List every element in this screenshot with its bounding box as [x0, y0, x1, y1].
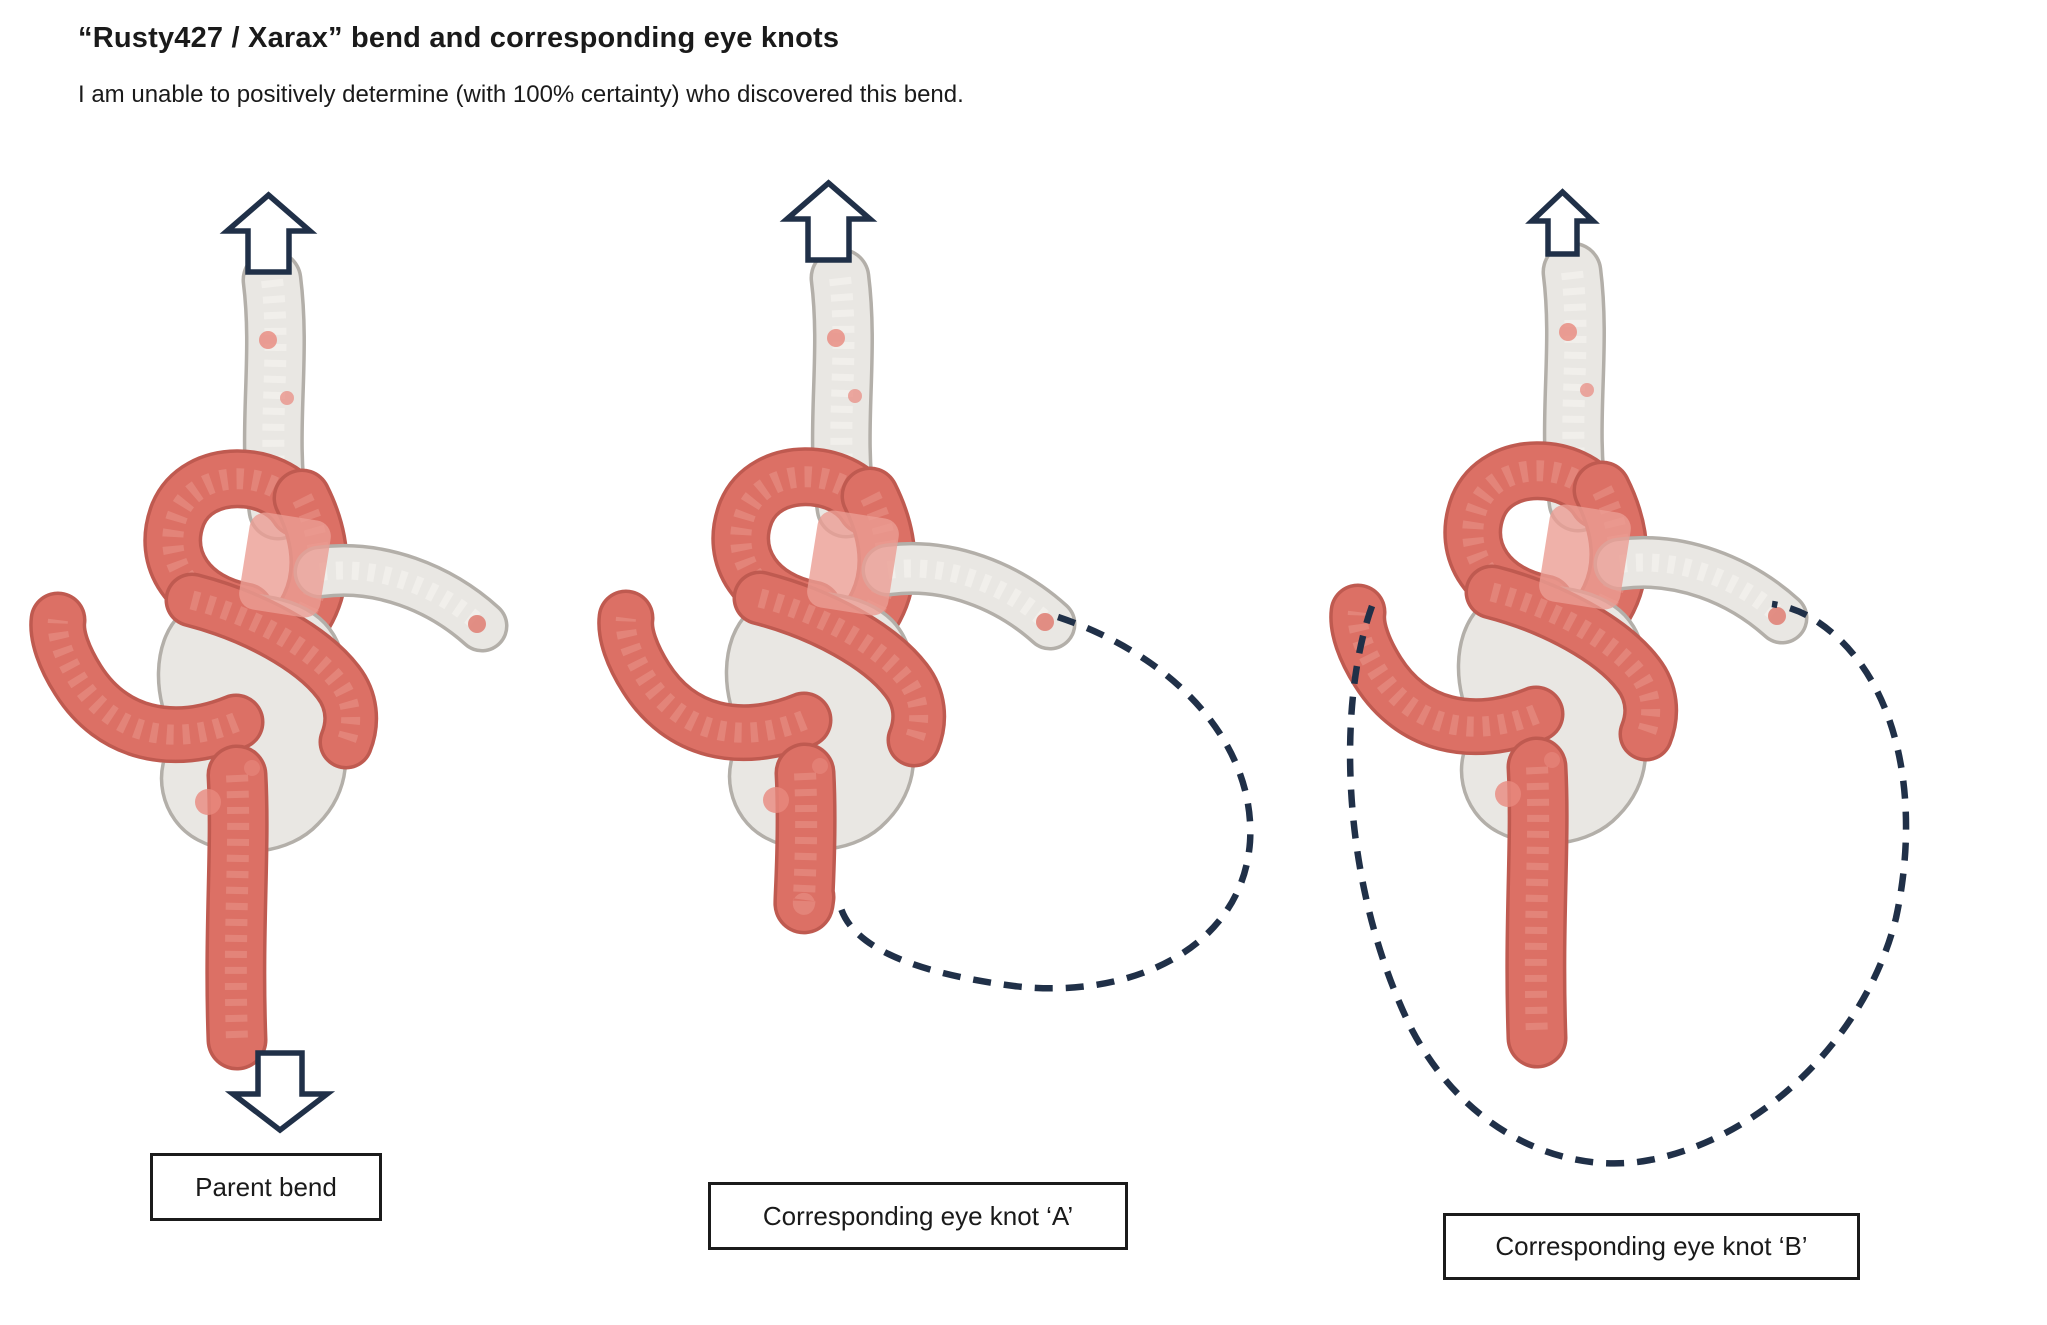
page-title: “Rusty427 / Xarax” bend and correspondin… — [78, 22, 840, 54]
figure-eye-knot-a — [597, 179, 1254, 992]
figure-parent-bend — [29, 191, 509, 1134]
knot-drawing — [1329, 241, 1809, 1069]
eye-knot-b-label-box: Corresponding eye knot ‘B’ — [1443, 1213, 1860, 1280]
up-arrow-icon — [779, 179, 878, 263]
up-arrow-icon — [1525, 188, 1600, 257]
eye-loop-path — [1346, 600, 1910, 1167]
knot-drawing — [29, 249, 509, 1071]
parent-bend-label-box: Parent bend — [150, 1153, 382, 1221]
page-subtitle: I am unable to positively determine (wit… — [78, 81, 964, 108]
knot-drawing — [597, 247, 1077, 935]
eye-knot-a-label: Corresponding eye knot ‘A’ — [762, 1200, 1074, 1231]
figure-eye-knot-b — [1329, 188, 1910, 1167]
down-arrow-icon — [224, 1050, 336, 1134]
eye-knot-a-label-box: Corresponding eye knot ‘A’ — [708, 1182, 1128, 1250]
parent-bend-label: Parent bend — [195, 1171, 337, 1202]
eye-knot-b-label: Corresponding eye knot ‘B’ — [1495, 1231, 1808, 1261]
up-arrow-icon — [219, 191, 318, 275]
eye-loop-path — [836, 613, 1254, 992]
